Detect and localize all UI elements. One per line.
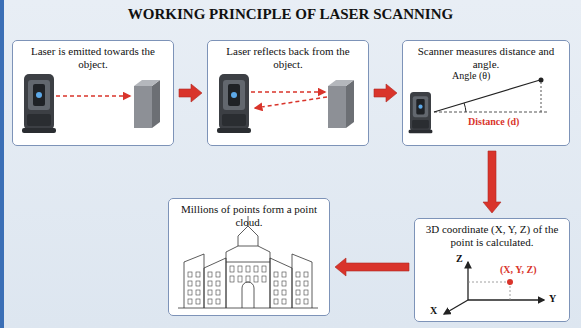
diagram-label: Distance (d) [468, 116, 519, 127]
diagram-title: WORKING PRINCIPLE OF LASER SCANNING [0, 6, 581, 23]
step-text: 3D coordinate (X, Y, Z) of the point is … [415, 219, 569, 249]
step-box: Laser is emitted towards the object. [12, 40, 174, 146]
box-fill [414, 218, 570, 322]
diagram-label: (X, Y, Z) [500, 264, 536, 275]
diagram-label: Z [456, 253, 463, 264]
step-box: Scanner measures distance and angle. [402, 40, 570, 146]
step-text: Laser reflects back from the object. [208, 41, 368, 71]
flow-arrow [179, 84, 202, 102]
step-box: 3D coordinate (X, Y, Z) of the point is … [414, 218, 570, 322]
box-fill [207, 40, 369, 146]
flow-arrow [483, 151, 501, 213]
flow-arrow [335, 258, 409, 276]
accent-bar [0, 0, 4, 328]
diagram-label: Angle (θ) [452, 70, 490, 81]
box-fill [12, 40, 174, 146]
step-box: Millions of points form a point cloud. [168, 198, 330, 316]
box-fill [402, 40, 570, 146]
step-text: Scanner measures distance and angle. [403, 41, 569, 71]
diagram-label: X [430, 305, 437, 316]
step-box: Laser reflects back from the object. [207, 40, 369, 146]
diagram-label: Y [549, 293, 556, 304]
step-text: Millions of points form a point cloud. [169, 199, 329, 229]
box-fill [168, 198, 330, 316]
step-text: Laser is emitted towards the object. [13, 41, 173, 71]
flow-arrow [374, 84, 397, 102]
